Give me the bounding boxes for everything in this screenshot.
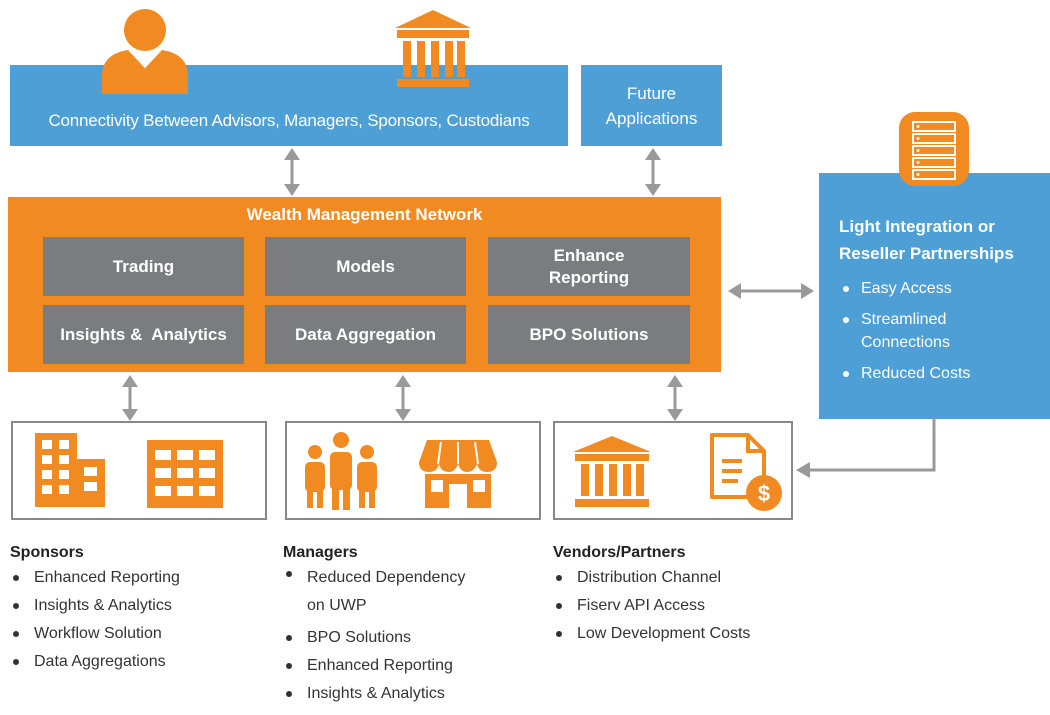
vendors-list: Distribution Channel Fiserv API Access L… bbox=[553, 568, 813, 644]
list-item: Enhanced Reporting bbox=[10, 568, 270, 588]
future-applications-box: Future Applications bbox=[581, 65, 722, 146]
managers-list: Reduced Dependency on UWP BPO Solutions … bbox=[283, 564, 523, 704]
managers-group: Managers Reduced Dependency on UWP BPO S… bbox=[283, 544, 523, 712]
network-title: Wealth Management Network bbox=[246, 205, 483, 224]
tile-label: BPO Solutions bbox=[529, 324, 649, 344]
right-panel-list: Easy Access Streamlined Connections Redu… bbox=[841, 277, 971, 393]
light-integration-panel: Light Integration or Reseller Partnershi… bbox=[819, 173, 1050, 419]
person-icon bbox=[102, 9, 188, 94]
bank-icon bbox=[395, 10, 471, 87]
list-item: Easy Access bbox=[841, 277, 971, 300]
tile-insights-analytics: Insights & Analytics bbox=[43, 305, 244, 364]
list-item: Streamlined Connections bbox=[841, 308, 971, 354]
vendors-title: Vendors/Partners bbox=[553, 544, 686, 561]
people-group-icon bbox=[305, 432, 377, 510]
tile-data-aggregation: Data Aggregation bbox=[265, 305, 466, 364]
sponsors-list: Enhanced Reporting Insights & Analytics … bbox=[10, 568, 270, 672]
vendors-group: Vendors/Partners Distribution Channel Fi… bbox=[553, 544, 813, 652]
list-item: BPO Solutions bbox=[283, 628, 523, 648]
tile-models: Models bbox=[265, 237, 466, 296]
double-arrow-icon bbox=[395, 375, 411, 421]
list-item: Data Aggregations bbox=[10, 652, 270, 672]
server-icon bbox=[899, 112, 969, 186]
document-dollar-icon: $ bbox=[710, 433, 782, 511]
connectivity-bar: Connectivity Between Advisors, Managers,… bbox=[10, 65, 568, 146]
list-item: Low Development Costs bbox=[553, 624, 813, 644]
list-item: Enhanced Reporting bbox=[283, 656, 523, 676]
sponsors-title: Sponsors bbox=[10, 544, 84, 561]
tile-trading: Trading bbox=[43, 237, 244, 296]
wealth-management-network: Wealth Management Network Trading Models… bbox=[8, 197, 721, 372]
apartment-building-icon bbox=[147, 440, 223, 508]
sponsors-group: Sponsors Enhanced Reporting Insights & A… bbox=[10, 544, 270, 680]
svg-text:$: $ bbox=[758, 481, 770, 506]
tile-label: Models bbox=[336, 256, 395, 276]
tile-label: Data Aggregation bbox=[294, 324, 437, 344]
list-item: Distribution Channel bbox=[553, 568, 813, 588]
connectivity-bar-label: Connectivity Between Advisors, Managers,… bbox=[48, 111, 530, 130]
future-applications-line2: Applications bbox=[605, 108, 698, 128]
double-arrow-icon bbox=[667, 375, 683, 421]
office-building-icon bbox=[35, 433, 105, 507]
right-panel-title-line1: Light Integration or bbox=[839, 217, 995, 236]
tile-label: Insights & Analytics bbox=[60, 324, 227, 344]
connector-arrow-icon bbox=[796, 418, 936, 478]
tile-label: Trading bbox=[112, 256, 175, 276]
list-item: Reduced Costs bbox=[841, 362, 971, 385]
double-arrow-icon bbox=[122, 375, 138, 421]
tile-bpo-solutions: BPO Solutions bbox=[488, 305, 690, 364]
managers-title: Managers bbox=[283, 544, 358, 561]
list-item: Fiserv API Access bbox=[553, 596, 813, 616]
double-arrow-icon bbox=[284, 148, 300, 196]
double-arrow-icon bbox=[645, 148, 661, 196]
managers-icon-box bbox=[285, 421, 541, 520]
storefront-icon bbox=[419, 440, 497, 508]
right-panel-title: Light Integration or Reseller Partnershi… bbox=[839, 213, 1014, 267]
right-panel-title-line2: Reseller Partnerships bbox=[839, 244, 1014, 263]
tile-label: Enhance Reporting bbox=[548, 245, 630, 287]
bank-icon bbox=[573, 436, 651, 507]
list-item: Insights & Analytics bbox=[10, 596, 270, 616]
double-arrow-icon bbox=[728, 283, 814, 299]
list-item: Insights & Analytics bbox=[283, 684, 523, 704]
future-applications-line1: Future bbox=[626, 83, 677, 103]
list-item: Workflow Solution bbox=[10, 624, 270, 644]
tile-enhance-reporting: Enhance Reporting bbox=[488, 237, 690, 296]
list-item: Reduced Dependency on UWP bbox=[283, 564, 482, 620]
